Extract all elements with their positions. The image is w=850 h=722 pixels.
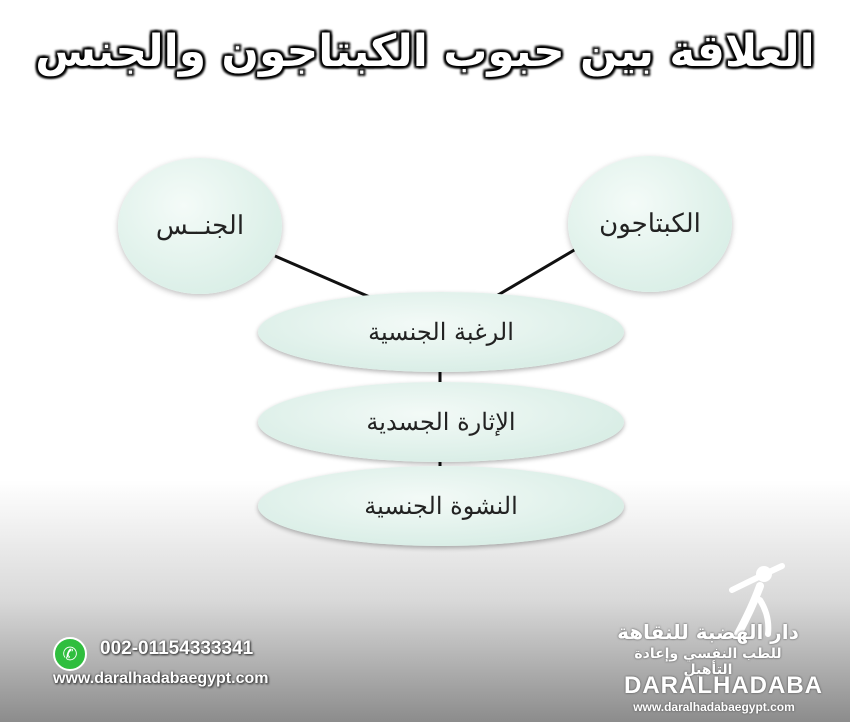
logo-english-name: DARALHADABA [624, 672, 823, 699]
circle-captagon: الكبتاجون [568, 156, 732, 292]
logo-url: www.daralhadabaegypt.com [633, 700, 795, 714]
circle-sex-label: الجنــس [155, 211, 245, 241]
stage-label: النشوة الجنسية [364, 492, 518, 520]
circle-captagon-label: الكبتاجون [599, 209, 701, 239]
stage-sexual-desire: الرغبة الجنسية [258, 292, 624, 372]
logo-arabic-name: دار الهضبة للنقاهة [617, 620, 799, 644]
whatsapp-icon: ✆ [53, 637, 87, 671]
connector-right [492, 247, 577, 300]
phone-number: 002-01154333341 [100, 638, 254, 659]
stage-orgasm: النشوة الجنسية [258, 466, 624, 546]
stage-physical-arousal: الإثارة الجسدية [258, 382, 624, 462]
logo-arabic-subtitle: للطب النفسي وإعادة التأهيل [634, 646, 782, 678]
website-link[interactable]: www.daralhadabaegypt.com [53, 670, 269, 687]
circle-sex: الجنــس [118, 158, 282, 294]
logo-figure-icon [729, 563, 785, 638]
connector-left [274, 254, 373, 300]
stage-label: الإثارة الجسدية [366, 408, 516, 436]
stage-label: الرغبة الجنسية [368, 318, 514, 346]
page-title: العلاقة بين حبوب الكبتاجون والجنس [35, 26, 815, 77]
